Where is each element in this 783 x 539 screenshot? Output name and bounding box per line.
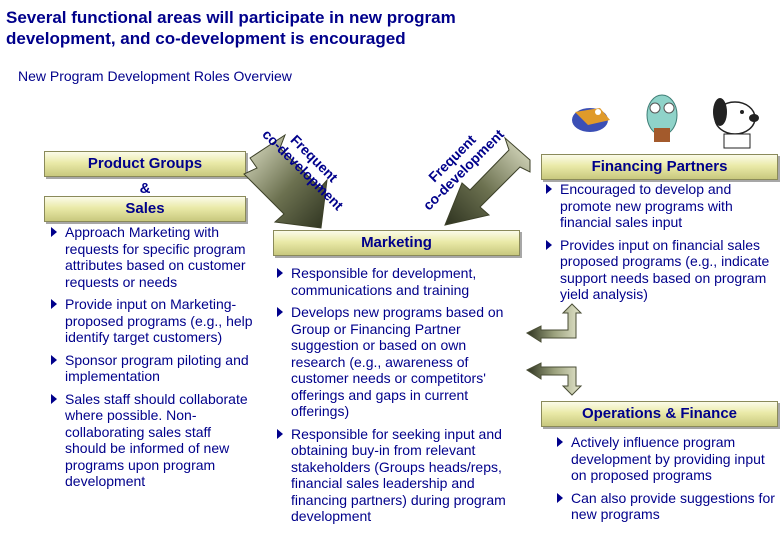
small-connector-arrow-up-icon [525, 303, 583, 343]
headline: Several functional areas will participat… [6, 8, 456, 48]
financing-partners-title: Financing Partners [591, 158, 728, 175]
bullet-triangle-icon [546, 184, 552, 194]
cartoon-characters-image [572, 94, 759, 149]
product-groups-header: Product Groups [44, 151, 246, 177]
product-groups-bullets: Approach Marketing with requests for spe… [49, 224, 254, 496]
marketing-bullets: Responsible for development, communicati… [275, 265, 520, 531]
list-item: Encouraged to develop and promote new pr… [544, 181, 780, 231]
list-item: Provide input on Marketing-proposed prog… [49, 296, 254, 346]
operations-finance-title: Operations & Finance [581, 405, 738, 422]
sales-title: Sales [125, 200, 165, 217]
bullet-triangle-icon [51, 354, 57, 365]
bullet-triangle-icon [51, 227, 57, 237]
bullet-triangle-icon [546, 239, 552, 250]
financing-partners-header: Financing Partners [541, 154, 778, 180]
operations-finance-header: Operations & Finance [541, 401, 778, 427]
list-item: Responsible for development, communicati… [275, 265, 520, 298]
list-item: Provides input on financial sales propos… [544, 237, 780, 303]
marketing-title: Marketing [361, 234, 432, 251]
list-item: Actively influence program development b… [555, 434, 780, 484]
bullet-triangle-icon [277, 268, 283, 278]
ampersand-label: & [139, 180, 151, 197]
bullet-triangle-icon [557, 492, 563, 503]
diagram-subtitle: New Program Development Roles Overview [18, 68, 292, 84]
list-item: Responsible for seeking input and obtain… [275, 426, 520, 525]
left-arrow-label: Frequent co-development [259, 126, 347, 214]
operations-finance-bullets: Actively influence program development b… [555, 434, 780, 529]
list-item: Sponsor program piloting and implementat… [49, 352, 254, 385]
list-item: Approach Marketing with requests for spe… [49, 224, 254, 290]
list-item: Sales staff should collaborate where pos… [49, 391, 254, 490]
bullet-triangle-icon [277, 428, 283, 439]
bullet-triangle-icon [557, 437, 563, 447]
product-groups-title: Product Groups [87, 155, 203, 172]
financing-partners-bullets: Encouraged to develop and promote new pr… [544, 181, 780, 309]
bullet-triangle-icon [277, 307, 283, 317]
bullet-triangle-icon [51, 299, 57, 309]
marketing-header: Marketing [273, 230, 520, 256]
list-item: Can also provide suggestions for new pro… [555, 490, 780, 523]
small-connector-arrow-down-icon [525, 362, 583, 396]
bullet-triangle-icon [51, 393, 57, 404]
sales-header: Sales [44, 196, 246, 222]
right-arrow-label: Frequent co-development [419, 126, 507, 214]
list-item: Develops new programs based on Group or … [275, 304, 520, 420]
